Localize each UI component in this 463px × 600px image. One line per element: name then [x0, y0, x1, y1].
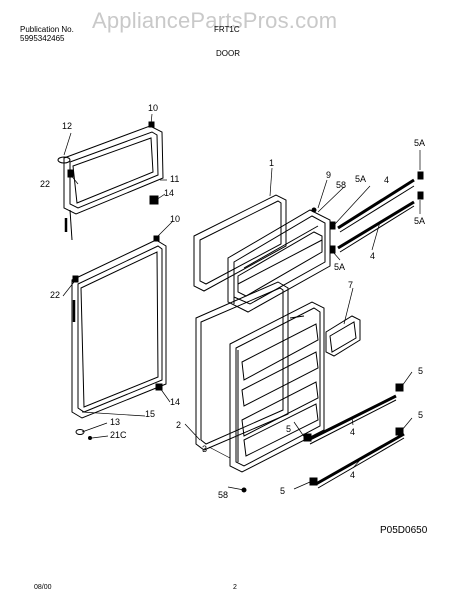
part-label-4-a: 4 [384, 175, 390, 185]
part-label-10-lower: 10 [170, 214, 181, 224]
part-label-5A-a: 5A [414, 138, 426, 148]
part-label-4-b: 4 [370, 251, 376, 261]
dairy-door-drawing [325, 315, 361, 357]
fresh-food-liner-drawing [195, 281, 289, 451]
footer-page-number: 2 [233, 584, 237, 591]
publication-number: 5995342465 [20, 34, 65, 43]
model-number: FRT1C [214, 25, 240, 34]
publication-label: Publication No. [20, 25, 74, 34]
part-label-9: 9 [326, 170, 332, 180]
part-label-58-upper: 58 [336, 180, 347, 190]
part-label-5A-d: 5A [334, 262, 346, 272]
part-label-11: 11 [170, 174, 180, 184]
part-label-14-upper: 14 [164, 188, 175, 198]
part-label-1: 1 [269, 158, 275, 168]
part-label-5A-b: 5A [414, 216, 426, 226]
part-label-15: 15 [145, 409, 156, 419]
part-label-5A-c: 5A [355, 174, 367, 184]
part-label-5-b: 5 [418, 410, 424, 420]
footer-date: 08/00 [34, 584, 52, 591]
part-label-7: 7 [348, 280, 354, 290]
freezer-door-gasket-drawing [63, 125, 164, 241]
fresh-food-inner-door-drawing [229, 301, 325, 473]
part-label-58-lower: 58 [218, 490, 229, 500]
part-label-5-d: 5 [280, 486, 286, 496]
part-label-3: 3 [202, 444, 208, 454]
freezer-inner-door-drawing [227, 209, 331, 313]
plug-oval-drawing [57, 156, 71, 164]
part-label-4-c: 4 [350, 427, 356, 437]
section-title: DOOR [216, 49, 240, 58]
part-label-14-lower: 14 [170, 397, 181, 407]
part-label-22-upper: 22 [40, 179, 51, 189]
part-label-4-d: 4 [350, 470, 356, 480]
drawing-reference: P05D0650 [380, 525, 428, 536]
part-label-12: 12 [62, 121, 73, 131]
fresh-food-gasket-drawing [71, 239, 167, 419]
part-label-22-lower: 22 [50, 290, 61, 300]
freezer-liner-drawing [193, 194, 287, 292]
part-label-10-upper: 10 [148, 103, 159, 113]
screw-22-upper [67, 169, 74, 178]
watermark-text: AppliancePartsPros.com [92, 8, 338, 33]
part-label-5-c: 5 [286, 424, 292, 434]
part-label-13: 13 [110, 417, 121, 427]
part-label-21C: 21C [110, 430, 127, 440]
part-label-2: 2 [176, 420, 182, 430]
part-label-5-a: 5 [418, 366, 424, 376]
